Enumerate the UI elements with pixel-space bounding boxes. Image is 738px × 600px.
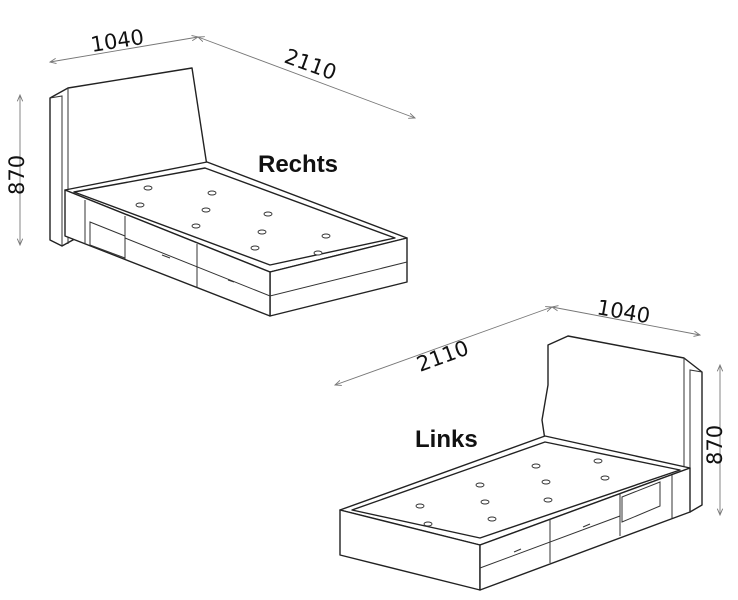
drawer-handle [227,279,235,283]
drawer-handle [513,548,522,553]
width-dimension-line [50,37,198,62]
bed-links: 2110 1040 870 [335,295,727,591]
slat-holes [415,458,610,527]
drawer-handle [161,254,171,259]
slat-holes [135,185,331,256]
width-label: 1040 [89,25,146,57]
width-dimension-line [552,307,700,335]
bed-rechts: 1040 2110 870 [5,25,415,317]
drawer-handle [582,523,591,528]
length-dimension-line [335,307,552,385]
dimension-lines [20,37,415,245]
length-label: 2110 [414,336,472,377]
height-label: 870 [703,425,727,465]
bed-label-links: Links [415,426,478,453]
bed-base [339,435,691,591]
width-label: 1040 [595,295,652,328]
height-label: 870 [5,155,29,195]
dimension-lines [335,307,720,515]
bed-base [64,161,408,317]
bed-label-rechts: Rechts [258,151,338,178]
length-dimension-line [198,37,415,118]
